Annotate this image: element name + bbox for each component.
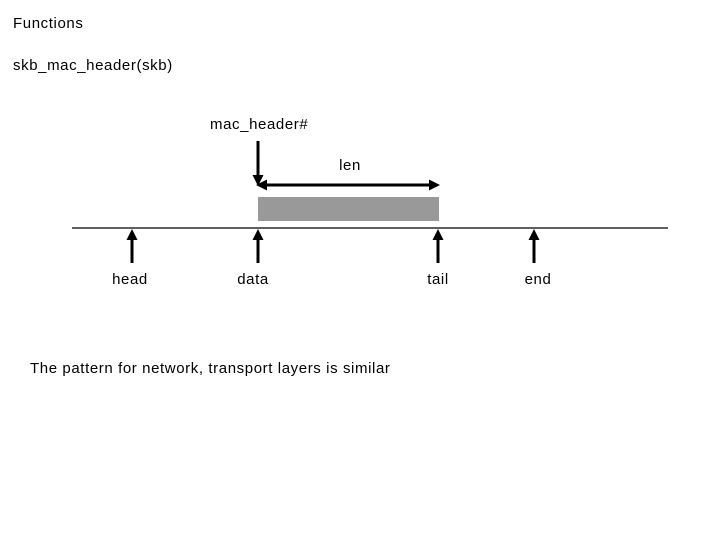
tail-pointer-arrow-icon: [432, 229, 444, 263]
data-pointer-label: data: [237, 271, 269, 288]
len-span-arrow-icon: [256, 179, 440, 191]
end-pointer-arrow-icon: [528, 229, 540, 263]
slide-title: Functions: [13, 15, 84, 32]
len-label: len: [339, 157, 361, 174]
buffer-region-rect: [258, 197, 439, 221]
head-pointer-arrow-icon: [126, 229, 138, 263]
head-pointer-label: head: [112, 271, 148, 288]
slide-note: The pattern for network, transport layer…: [30, 360, 391, 377]
data-pointer-arrow-icon: [252, 229, 264, 263]
end-pointer-label: end: [524, 271, 552, 288]
tail-pointer-label: tail: [427, 271, 449, 288]
mac-header-field-label: mac_header#: [210, 116, 309, 133]
function-name: skb_mac_header(skb): [13, 57, 173, 74]
mac-header-pointer-arrow-icon: [252, 141, 264, 186]
